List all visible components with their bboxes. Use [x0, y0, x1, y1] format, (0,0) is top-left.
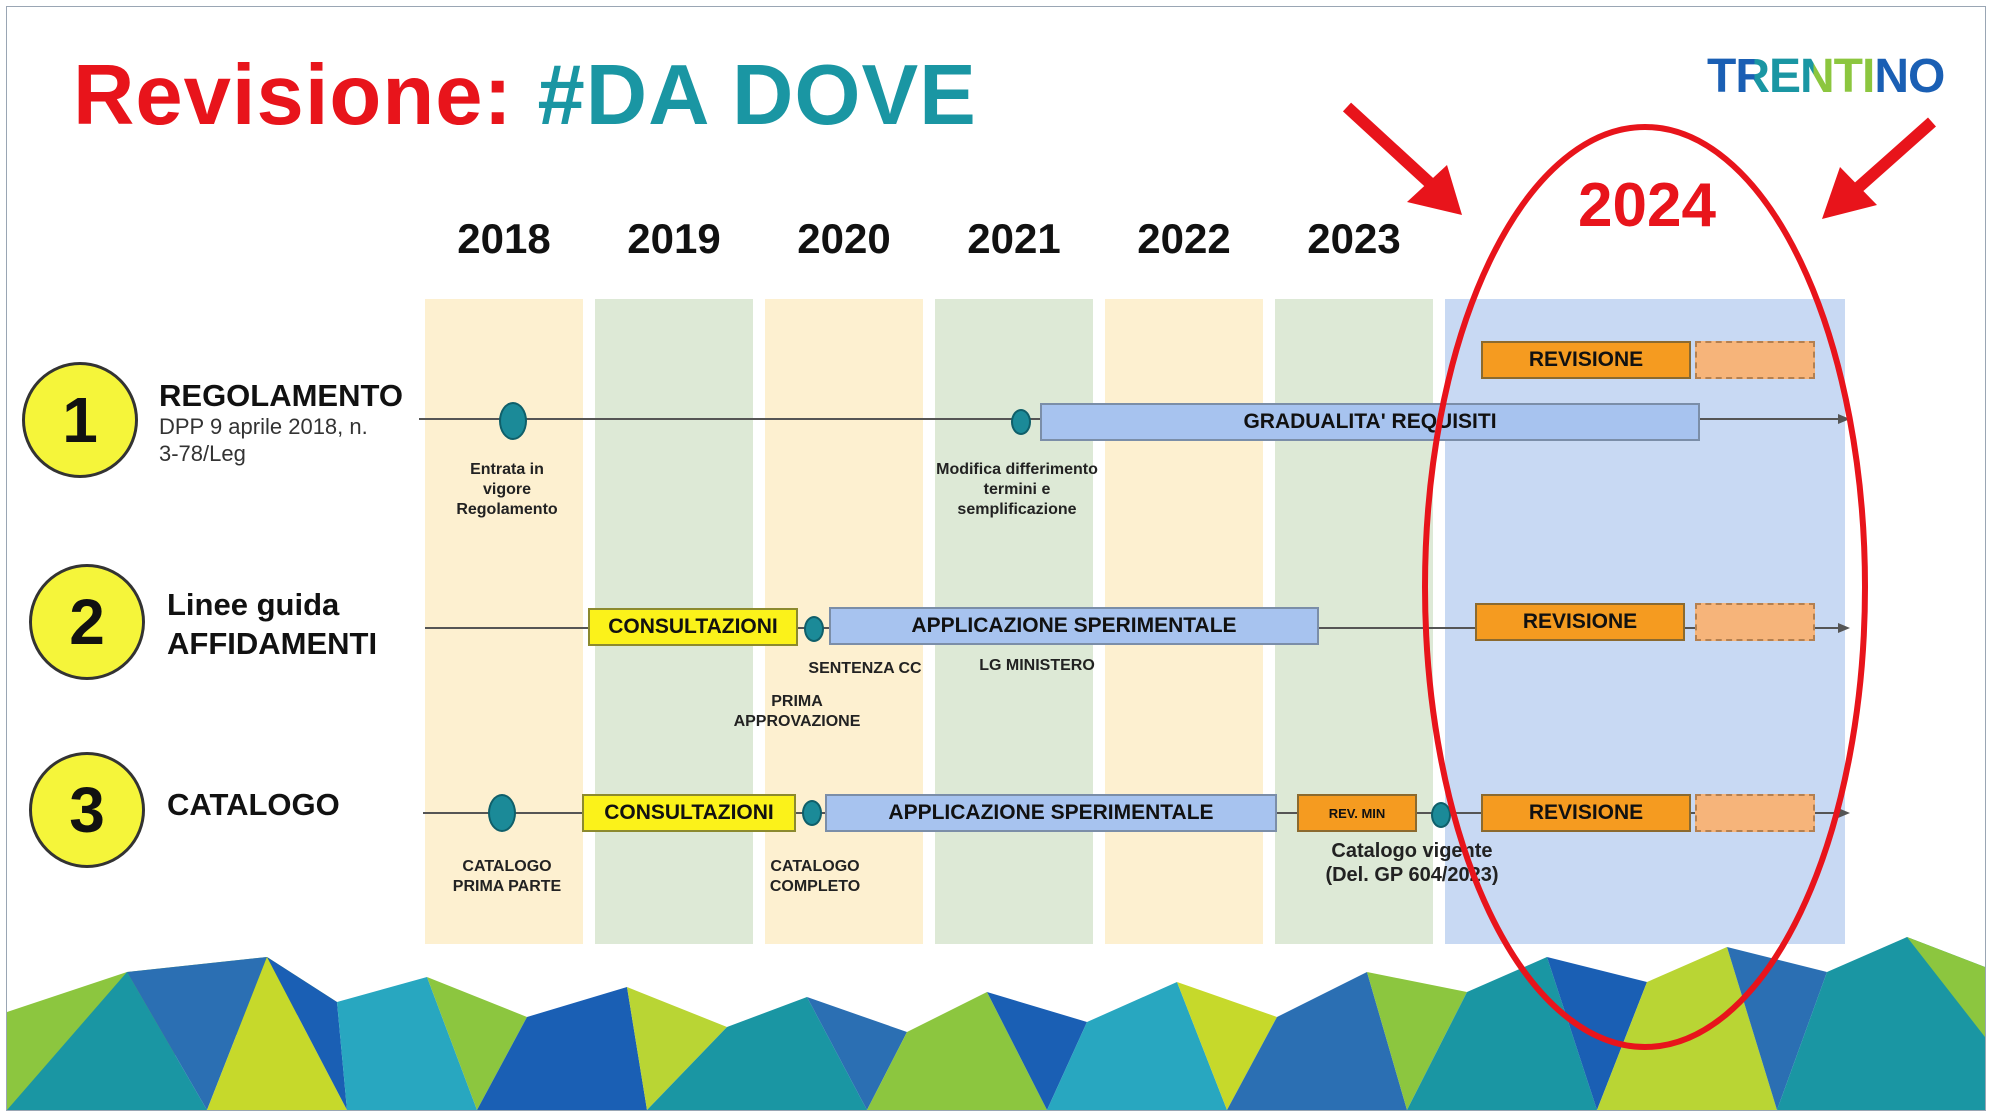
milestone-dot: [804, 616, 824, 642]
red-ellipse-2024: [1422, 124, 1868, 1050]
page-title: Revisione: #DA DOVE: [73, 47, 977, 145]
row-number-circle: 1: [22, 362, 138, 478]
note-line: Modifica differimento: [936, 461, 1098, 478]
note-line: CATALOGO: [462, 858, 552, 875]
note-prima-approvazione: PRIMA APPROVAZIONE: [717, 692, 877, 732]
year-label: 2019: [627, 215, 721, 262]
bar-consultazioni: CONSULTAZIONI: [588, 608, 798, 646]
note-line: semplificazione: [957, 501, 1077, 518]
bar-rev-min: REV. MIN: [1297, 794, 1417, 832]
row-title-linee-guida: Linee guida: [167, 587, 340, 622]
note-line: Entrata in: [470, 461, 544, 478]
year-label: 2018: [457, 215, 551, 262]
bar-consultazioni: CONSULTAZIONI: [582, 794, 796, 832]
title-da-dove: #DA DOVE: [537, 48, 977, 143]
note-catalogo-completo: CATALOGO COMPLETO: [735, 857, 895, 897]
bar-revisione-continuation: [1695, 794, 1815, 832]
year-label: 2020: [797, 215, 891, 262]
milestone-dot: [1431, 802, 1451, 828]
polygon-mosaic-footer: [7, 937, 1985, 1110]
arrow-head-icon: [1838, 623, 1850, 633]
note-sentenza-cc: SENTENZA CC: [808, 660, 922, 677]
bar-revisione-continuation: [1695, 603, 1815, 641]
red-arrow-left: [1342, 102, 1462, 215]
milestone-dot: [1011, 409, 1031, 435]
row-title-regolamento: REGOLAMENTO: [159, 378, 403, 413]
note-line: Regolamento: [456, 501, 558, 518]
note-line: COMPLETO: [769, 878, 861, 895]
note-modifica: Modifica differimento termini e semplifi…: [912, 460, 1122, 520]
bar-revisione: REVISIONE: [1481, 794, 1691, 832]
year-label-2024: 2024: [1578, 171, 1716, 240]
row-title-affidamenti: AFFIDAMENTI: [167, 626, 378, 661]
bar-revisione: REVISIONE: [1475, 603, 1685, 641]
trentino-logo: TRENTINO: [1707, 49, 1945, 104]
note-catalogo-vigente: Catalogo vigente (Del. GP 604/2023): [1312, 839, 1512, 887]
bar-applicazione-sperimentale: APPLICAZIONE SPERIMENTALE: [825, 794, 1277, 832]
note-lg-ministero: LG MINISTERO: [979, 657, 1095, 674]
milestone-dot: [499, 402, 527, 440]
milestone-dot: [488, 794, 516, 832]
milestone-dot: [802, 800, 822, 826]
note-line: Catalogo vigente: [1331, 840, 1493, 862]
note-line: APPROVAZIONE: [733, 713, 861, 730]
row-subtitle: 3-78/Leg: [159, 441, 246, 466]
year-label: 2023: [1307, 215, 1401, 262]
year-label: 2022: [1137, 215, 1231, 262]
note-line: vigore: [482, 481, 531, 498]
note-line: CATALOGO: [770, 858, 860, 875]
year-label: 2021: [967, 215, 1061, 262]
bar-applicazione-sperimentale: APPLICAZIONE SPERIMENTALE: [829, 607, 1319, 645]
bar-revisione-continuation: [1695, 341, 1815, 379]
arrow-head-icon: [1838, 808, 1850, 818]
note-line: PRIMA PARTE: [452, 878, 562, 895]
arrow-head-icon: [1838, 414, 1850, 424]
note-line: termini e: [983, 481, 1051, 498]
row-number-circle: 3: [29, 752, 145, 868]
title-revisione: Revisione:: [73, 48, 513, 143]
note-line: PRIMA: [771, 693, 823, 710]
note-entrata-vigore: Entrata in vigore Regolamento: [427, 460, 587, 520]
bar-gradualita-requisiti: GRADUALITA' REQUISITI: [1040, 403, 1700, 441]
decoration-layer: [7, 102, 1985, 1110]
logo-text: TRENTINO: [1707, 50, 1945, 103]
row-title-catalogo: CATALOGO: [167, 787, 340, 822]
row-subtitle: DPP 9 aprile 2018, n.: [159, 414, 368, 439]
red-arrow-right: [1822, 117, 1936, 219]
slide: Revisione: #DA DOVE TRENTINO 2018 2019 2…: [6, 6, 1986, 1111]
row-number-circle: 2: [29, 564, 145, 680]
note-line: (Del. GP 604/2023): [1325, 864, 1499, 886]
bar-revisione: REVISIONE: [1481, 341, 1691, 379]
note-catalogo-prima-parte: CATALOGO PRIMA PARTE: [427, 857, 587, 897]
